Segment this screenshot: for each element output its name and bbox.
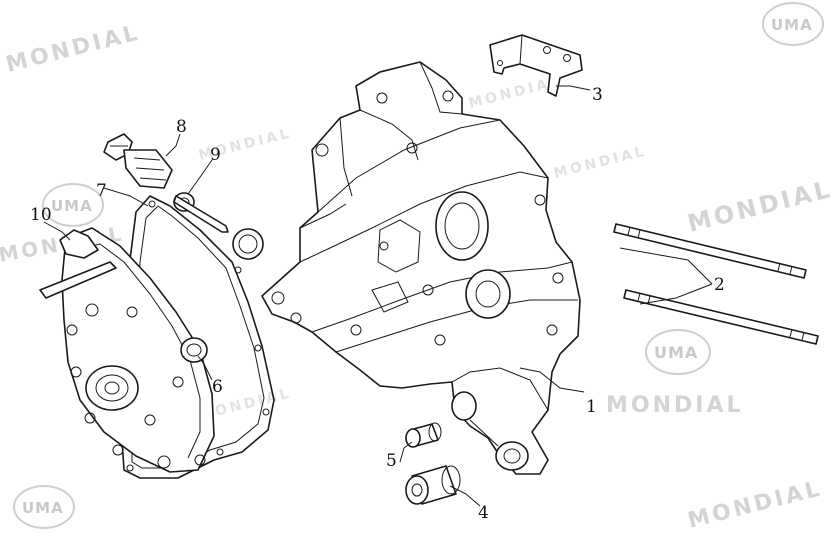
part-oil-seal bbox=[232, 228, 264, 260]
callout-3: 3 bbox=[592, 85, 603, 105]
svg-text:UMA: UMA bbox=[654, 343, 698, 362]
part-oring-probe bbox=[173, 192, 229, 233]
watermark-brand: MONDIAL bbox=[606, 393, 744, 418]
svg-text:UMA: UMA bbox=[51, 197, 93, 215]
callout-10: 10 bbox=[30, 205, 52, 225]
svg-text:UMA: UMA bbox=[771, 16, 813, 34]
callout-labels: 1 2 3 4 5 6 7 8 9 10 bbox=[30, 85, 725, 523]
callout-6: 6 bbox=[212, 377, 223, 397]
callout-8: 8 bbox=[176, 117, 187, 137]
part-crankcase bbox=[261, 61, 581, 475]
watermark-brand: MONDIAL bbox=[3, 20, 142, 78]
callout-9: 9 bbox=[210, 145, 221, 165]
callout-leaders bbox=[43, 85, 713, 507]
callout-1: 1 bbox=[586, 397, 597, 417]
watermark-brand: MONDIAL bbox=[552, 143, 648, 182]
uma-logo: UMA bbox=[13, 485, 75, 529]
part-bushing-small bbox=[405, 422, 442, 448]
callout-7: 7 bbox=[96, 181, 107, 201]
watermark-brand: MONDIAL bbox=[685, 476, 824, 534]
svg-text:UMA: UMA bbox=[22, 499, 64, 517]
part-sensor bbox=[103, 133, 173, 189]
uma-logo: UMA bbox=[645, 329, 711, 375]
part-bracket bbox=[489, 34, 583, 97]
callout-5: 5 bbox=[386, 451, 397, 471]
uma-logo: UMA bbox=[762, 2, 824, 46]
part-side-cover bbox=[39, 227, 215, 473]
callout-2: 2 bbox=[714, 275, 725, 295]
watermark-brand: MONDIAL bbox=[685, 175, 835, 238]
part-studs bbox=[613, 223, 819, 345]
callout-4: 4 bbox=[478, 503, 489, 523]
part-bushing-large bbox=[405, 465, 461, 505]
uma-logo: UMA bbox=[42, 183, 104, 227]
